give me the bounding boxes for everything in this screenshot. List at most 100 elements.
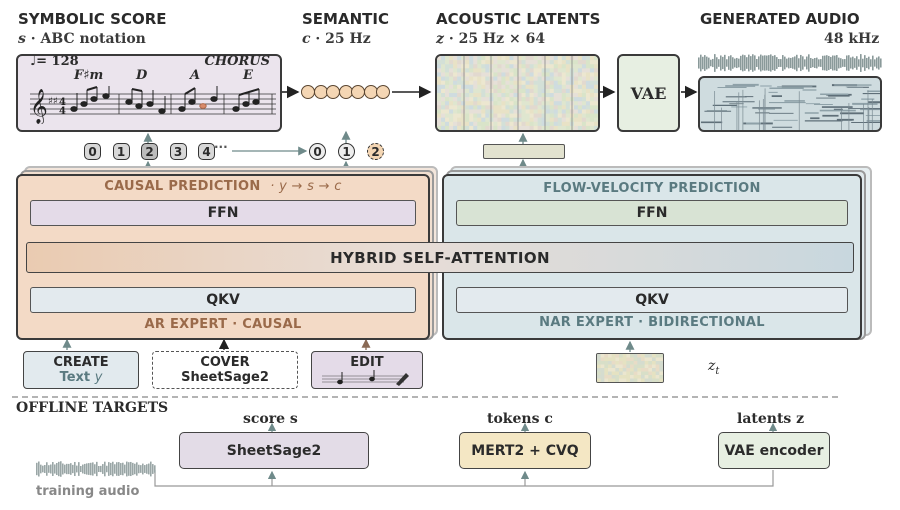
latent-cell bbox=[453, 64, 458, 69]
latent-cell bbox=[529, 117, 534, 123]
latent-cell bbox=[485, 72, 490, 77]
latent-cell bbox=[585, 93, 591, 98]
latent-cell bbox=[525, 84, 530, 90]
latent-cell bbox=[533, 109, 538, 114]
latent-cell bbox=[457, 80, 462, 86]
svg-text:𝄞: 𝄞 bbox=[30, 89, 48, 124]
latent-cell bbox=[619, 364, 623, 369]
latent-cell bbox=[573, 117, 579, 123]
svg-text:4: 4 bbox=[59, 97, 66, 108]
latent-cell bbox=[655, 361, 660, 365]
latent-cell bbox=[505, 60, 510, 65]
latent-cell bbox=[622, 357, 627, 362]
latent-cell bbox=[477, 80, 482, 86]
ar-qkv-block: QKV bbox=[30, 287, 416, 313]
latent-cell bbox=[633, 378, 638, 382]
latent-cell bbox=[541, 80, 546, 86]
latent-cell bbox=[565, 60, 571, 65]
latent-cell bbox=[619, 378, 623, 382]
latent-cell bbox=[619, 361, 623, 365]
latent-cell bbox=[465, 56, 470, 61]
latent-cell bbox=[577, 80, 583, 86]
latent-cell bbox=[469, 76, 474, 81]
latent-cell bbox=[489, 121, 494, 127]
latent-cell bbox=[505, 93, 510, 98]
waveform-sample bbox=[778, 59, 780, 67]
waveform-sample bbox=[84, 463, 86, 475]
latent-cell bbox=[469, 72, 474, 77]
waveform-icon bbox=[698, 54, 882, 72]
offline-tokens-label: tokens c bbox=[487, 411, 553, 427]
latent-cell bbox=[481, 80, 486, 86]
waveform-sample bbox=[90, 462, 92, 476]
waveform-sample bbox=[848, 55, 850, 71]
latent-cell bbox=[457, 109, 462, 114]
latent-cell bbox=[565, 84, 571, 90]
latent-cell bbox=[593, 101, 598, 106]
latent-cell bbox=[600, 375, 605, 379]
latent-cell bbox=[585, 109, 591, 114]
latent-cell bbox=[449, 113, 454, 118]
latent-cell bbox=[549, 76, 555, 81]
edit-task-box: EDIT bbox=[311, 351, 423, 389]
latent-cell bbox=[561, 93, 567, 98]
latent-cell bbox=[545, 72, 550, 77]
waveform-sample bbox=[770, 54, 772, 72]
latent-cell bbox=[461, 97, 466, 102]
latent-cell bbox=[637, 371, 642, 376]
latent-cell bbox=[481, 68, 486, 73]
latent-cell bbox=[615, 357, 620, 362]
latent-cell bbox=[521, 121, 526, 127]
latent-cell bbox=[541, 105, 546, 110]
latent-cell bbox=[585, 72, 591, 77]
latent-cell bbox=[441, 109, 446, 114]
latent-cell bbox=[481, 97, 486, 102]
latent-cell bbox=[553, 56, 559, 61]
latent-cell bbox=[481, 117, 486, 123]
latent-cell bbox=[481, 125, 486, 130]
semantic-var: c bbox=[302, 31, 311, 47]
latent-cell bbox=[611, 368, 616, 372]
latent-cell bbox=[573, 105, 579, 110]
ar-ffn-block: FFN bbox=[30, 200, 416, 226]
latent-cell bbox=[608, 378, 612, 382]
latent-cell bbox=[549, 117, 555, 123]
latent-cell bbox=[513, 84, 518, 90]
latent-cell bbox=[509, 88, 514, 94]
latent-cell bbox=[585, 76, 591, 81]
latent-cell bbox=[441, 101, 446, 106]
latent-cell bbox=[541, 88, 546, 94]
waveform-sample bbox=[52, 462, 54, 476]
latent-cell bbox=[557, 84, 563, 90]
latent-cell bbox=[497, 109, 502, 114]
latent-cell bbox=[449, 84, 454, 90]
create-subtitle: Text y bbox=[60, 370, 103, 385]
latent-cell bbox=[509, 93, 514, 98]
latent-cell bbox=[573, 80, 579, 86]
latent-cell bbox=[581, 117, 587, 123]
latent-cell bbox=[549, 105, 555, 110]
latent-cell bbox=[453, 109, 458, 114]
latent-cell bbox=[553, 117, 559, 123]
latent-cell bbox=[633, 371, 638, 376]
latent-cell bbox=[457, 76, 462, 81]
latent-cell bbox=[604, 375, 609, 379]
latent-cell bbox=[469, 56, 474, 61]
latent-cell bbox=[473, 93, 478, 98]
waveform-sample bbox=[138, 464, 140, 474]
ar-token-ellipsis: ··· bbox=[214, 140, 228, 154]
waveform-sample bbox=[876, 57, 878, 69]
latent-cell bbox=[611, 361, 616, 365]
latent-cell bbox=[565, 93, 571, 98]
latent-cell bbox=[521, 64, 526, 69]
latent-cell bbox=[509, 97, 514, 102]
waveform-sample bbox=[130, 461, 132, 477]
latent-cell bbox=[513, 72, 518, 77]
latent-cell bbox=[655, 357, 660, 362]
waveform-sample bbox=[78, 462, 80, 476]
latent-cell bbox=[604, 361, 609, 365]
latent-cell bbox=[553, 88, 559, 94]
latent-cell bbox=[561, 68, 567, 73]
latent-cell bbox=[445, 76, 450, 81]
latent-cell bbox=[525, 68, 530, 73]
